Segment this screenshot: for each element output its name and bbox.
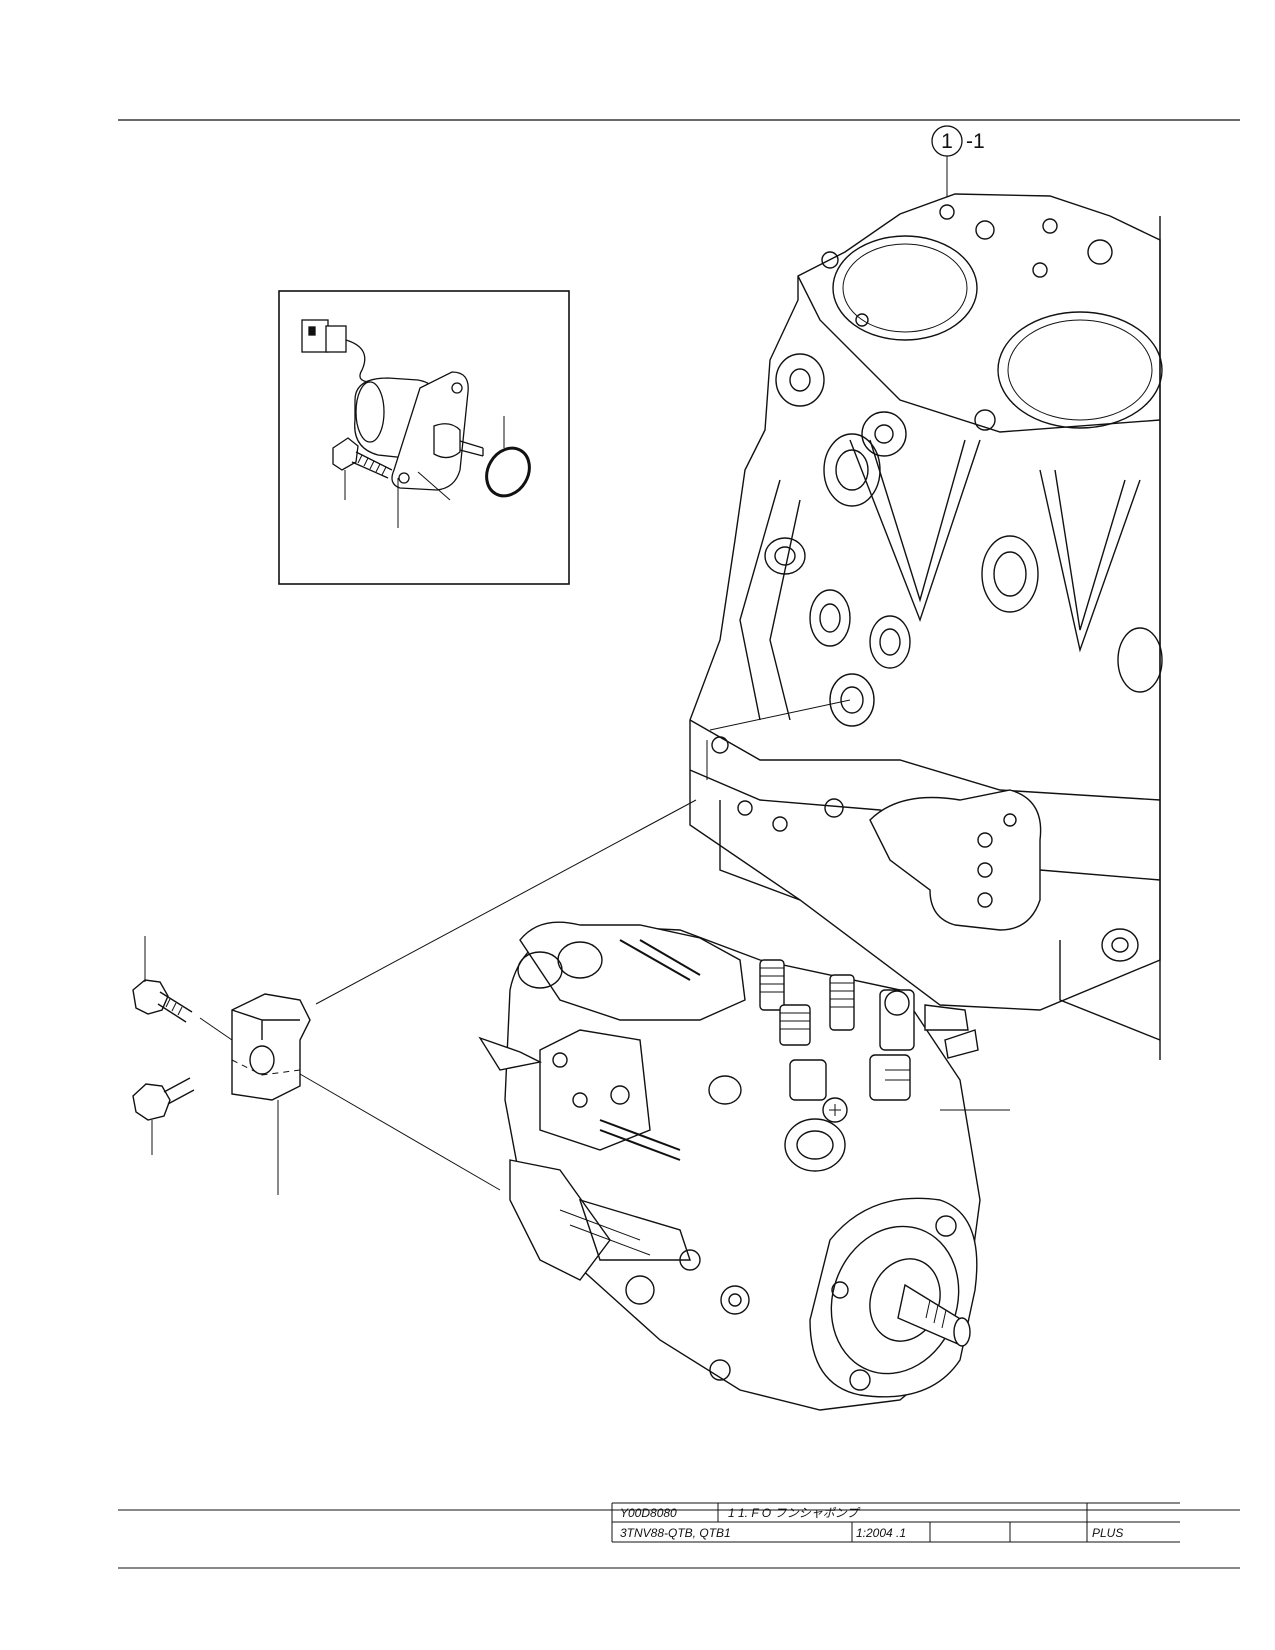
cylinder-block [689,193,1163,1060]
bracket-assembly [132,936,311,1195]
solenoid-bolt [332,437,393,479]
callout-suffix: -1 [966,130,985,153]
callout-number: 1 [941,130,953,153]
model-code: 3TNV88-QTB, QTB1 [620,1526,731,1540]
fuel-injection-pump [478,921,1010,1411]
cylinder-bore-2 [997,311,1163,429]
company-name: PLUS [1092,1526,1123,1540]
solenoid-o-ring [485,446,531,498]
solenoid-inset [278,290,570,585]
delivery-valve-holders [759,959,915,1101]
wire-connector [301,319,373,383]
bracket-plate [231,993,311,1195]
assembly-guide-lines [199,699,851,1191]
pump-drive-shaft [897,1283,971,1347]
callout-1: 1 -1 [931,125,985,205]
pump-mounting-flange [809,1197,978,1398]
bracket-bolt-upper [132,936,193,1023]
solenoid-body [354,371,484,491]
cylinder-bore-1 [832,235,978,341]
bracket-bolt-lower [132,1077,195,1155]
title-block [611,1502,1180,1543]
drawing-title: 1 1. F O フンシャポンプ [728,1506,861,1520]
drawing-code: Y00D8080 [620,1506,677,1520]
scale-date: 1:2004 .1 [856,1526,906,1540]
